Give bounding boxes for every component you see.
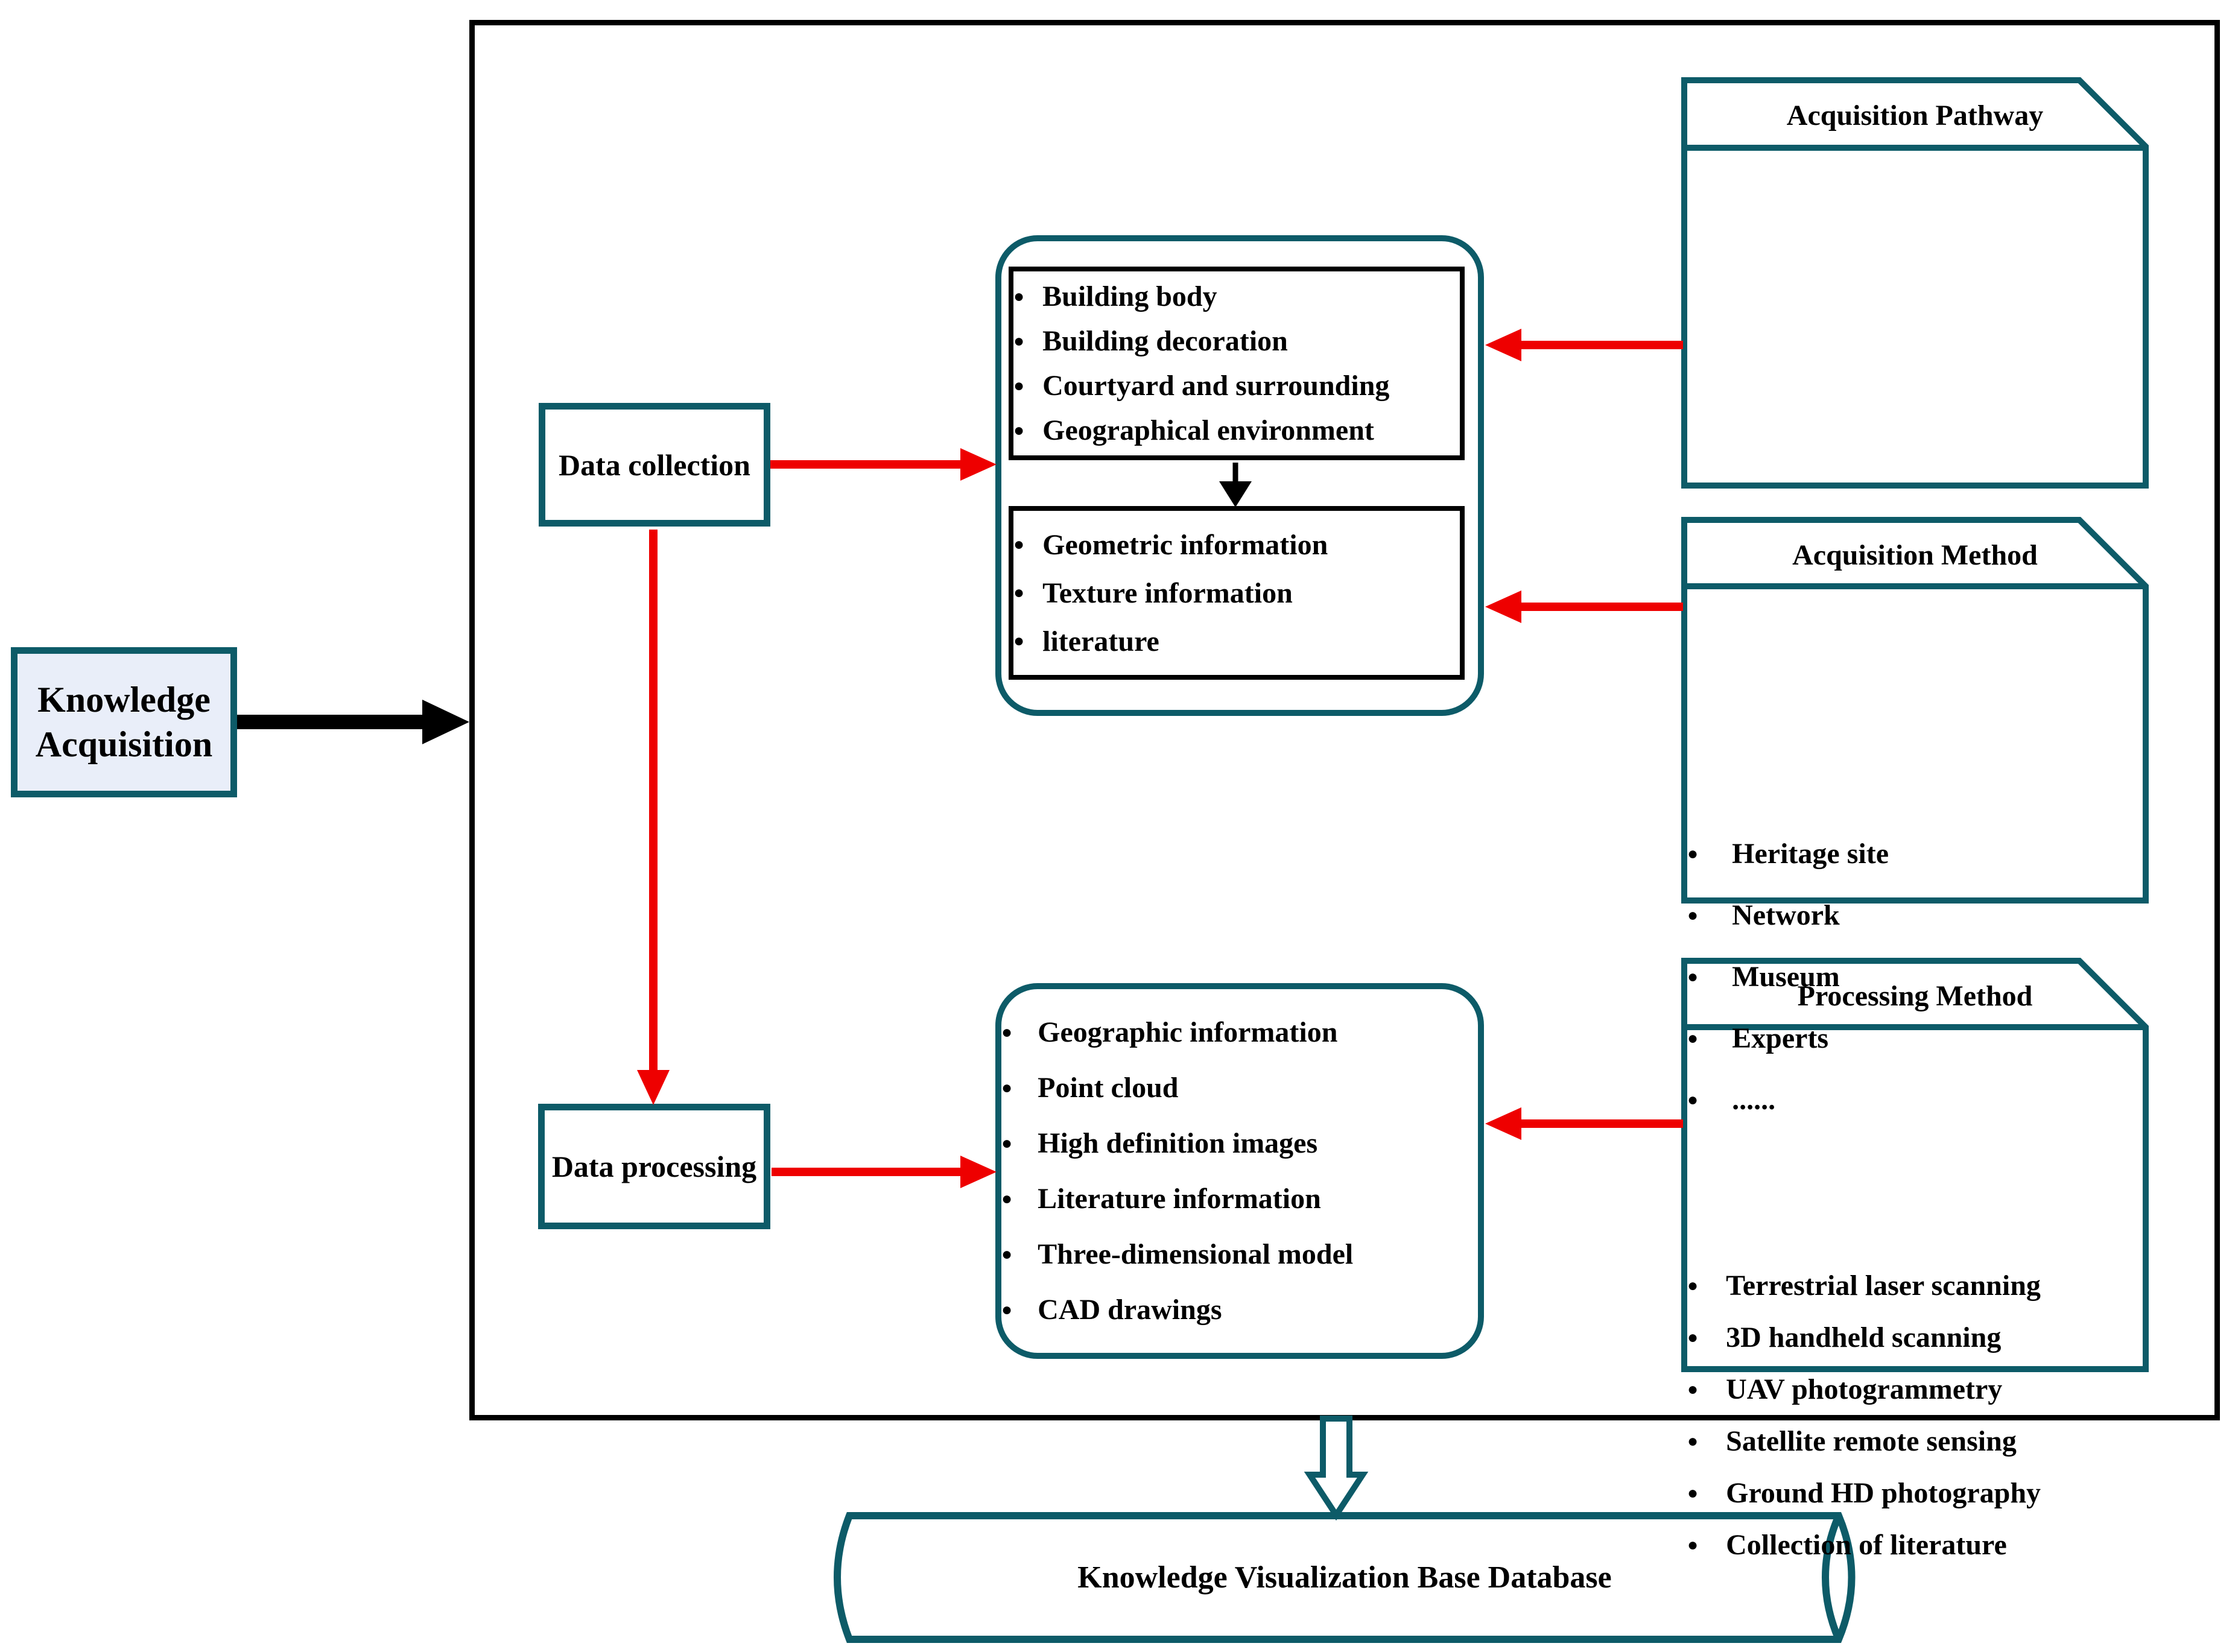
bullet-item: Literature information [1001, 1171, 1478, 1227]
collection-targets-box: Building bodyBuilding decorationCourtyar… [1009, 267, 1465, 460]
processing-outputs-list: Geographic informationPoint cloudHigh de… [1001, 989, 1478, 1353]
data-collection-label: Data collection [559, 448, 750, 482]
bullet-item: Geographical environment [1013, 408, 1460, 453]
bullet-item: Geometric information [1013, 521, 1460, 569]
bullet-item: Texture information [1013, 569, 1460, 617]
bullet-item: Geographic information [1001, 1005, 1478, 1060]
bullet-item: Point cloud [1001, 1060, 1478, 1116]
bullet-item: Building body [1013, 274, 1460, 319]
data-collection-box: Data collection [539, 403, 770, 527]
bullet-item: CAD drawings [1001, 1282, 1478, 1338]
database-label: Knowledge Visualization Base Database [1077, 1560, 1612, 1595]
bullet-item: Network [1687, 885, 2143, 946]
bullet-item: Satellite remote sensing [1687, 1416, 2143, 1467]
bullet-item: literature [1013, 617, 1460, 665]
collected-data-box: Geometric informationTexture information… [1009, 506, 1465, 680]
bullet-item: UAV photogrammetry [1687, 1364, 2143, 1416]
acquisition-method-title: Acquisition Method [1792, 539, 2038, 571]
data-processing-label: Data processing [551, 1150, 757, 1183]
arrow-source-to-frame-head [422, 700, 469, 744]
processing-outputs-box: Geographic informationPoint cloudHigh de… [995, 983, 1484, 1359]
data-processing-box: Data processing [538, 1104, 770, 1229]
knowledge-acquisition-label: Knowledge Acquisition [35, 680, 213, 764]
collected-data-list: Geometric informationTexture information… [1013, 511, 1460, 675]
bullet-item: Three-dimensional model [1001, 1227, 1478, 1282]
processing-method-title: Processing Method [1797, 980, 2033, 1012]
bullet-item: Building decoration [1013, 319, 1460, 364]
bullet-item: High definition images [1001, 1116, 1478, 1171]
collection-targets-list: Building bodyBuilding decorationCourtyar… [1013, 271, 1460, 455]
acquisition-pathway-title: Acquisition Pathway [1786, 100, 2044, 131]
knowledge-acquisition-box: Knowledge Acquisition [11, 647, 237, 797]
bullet-item: Ground HD photography [1687, 1467, 2143, 1519]
arrow-frame-to-database [1304, 1416, 1369, 1521]
bullet-item: Courtyard and surrounding [1013, 364, 1460, 408]
